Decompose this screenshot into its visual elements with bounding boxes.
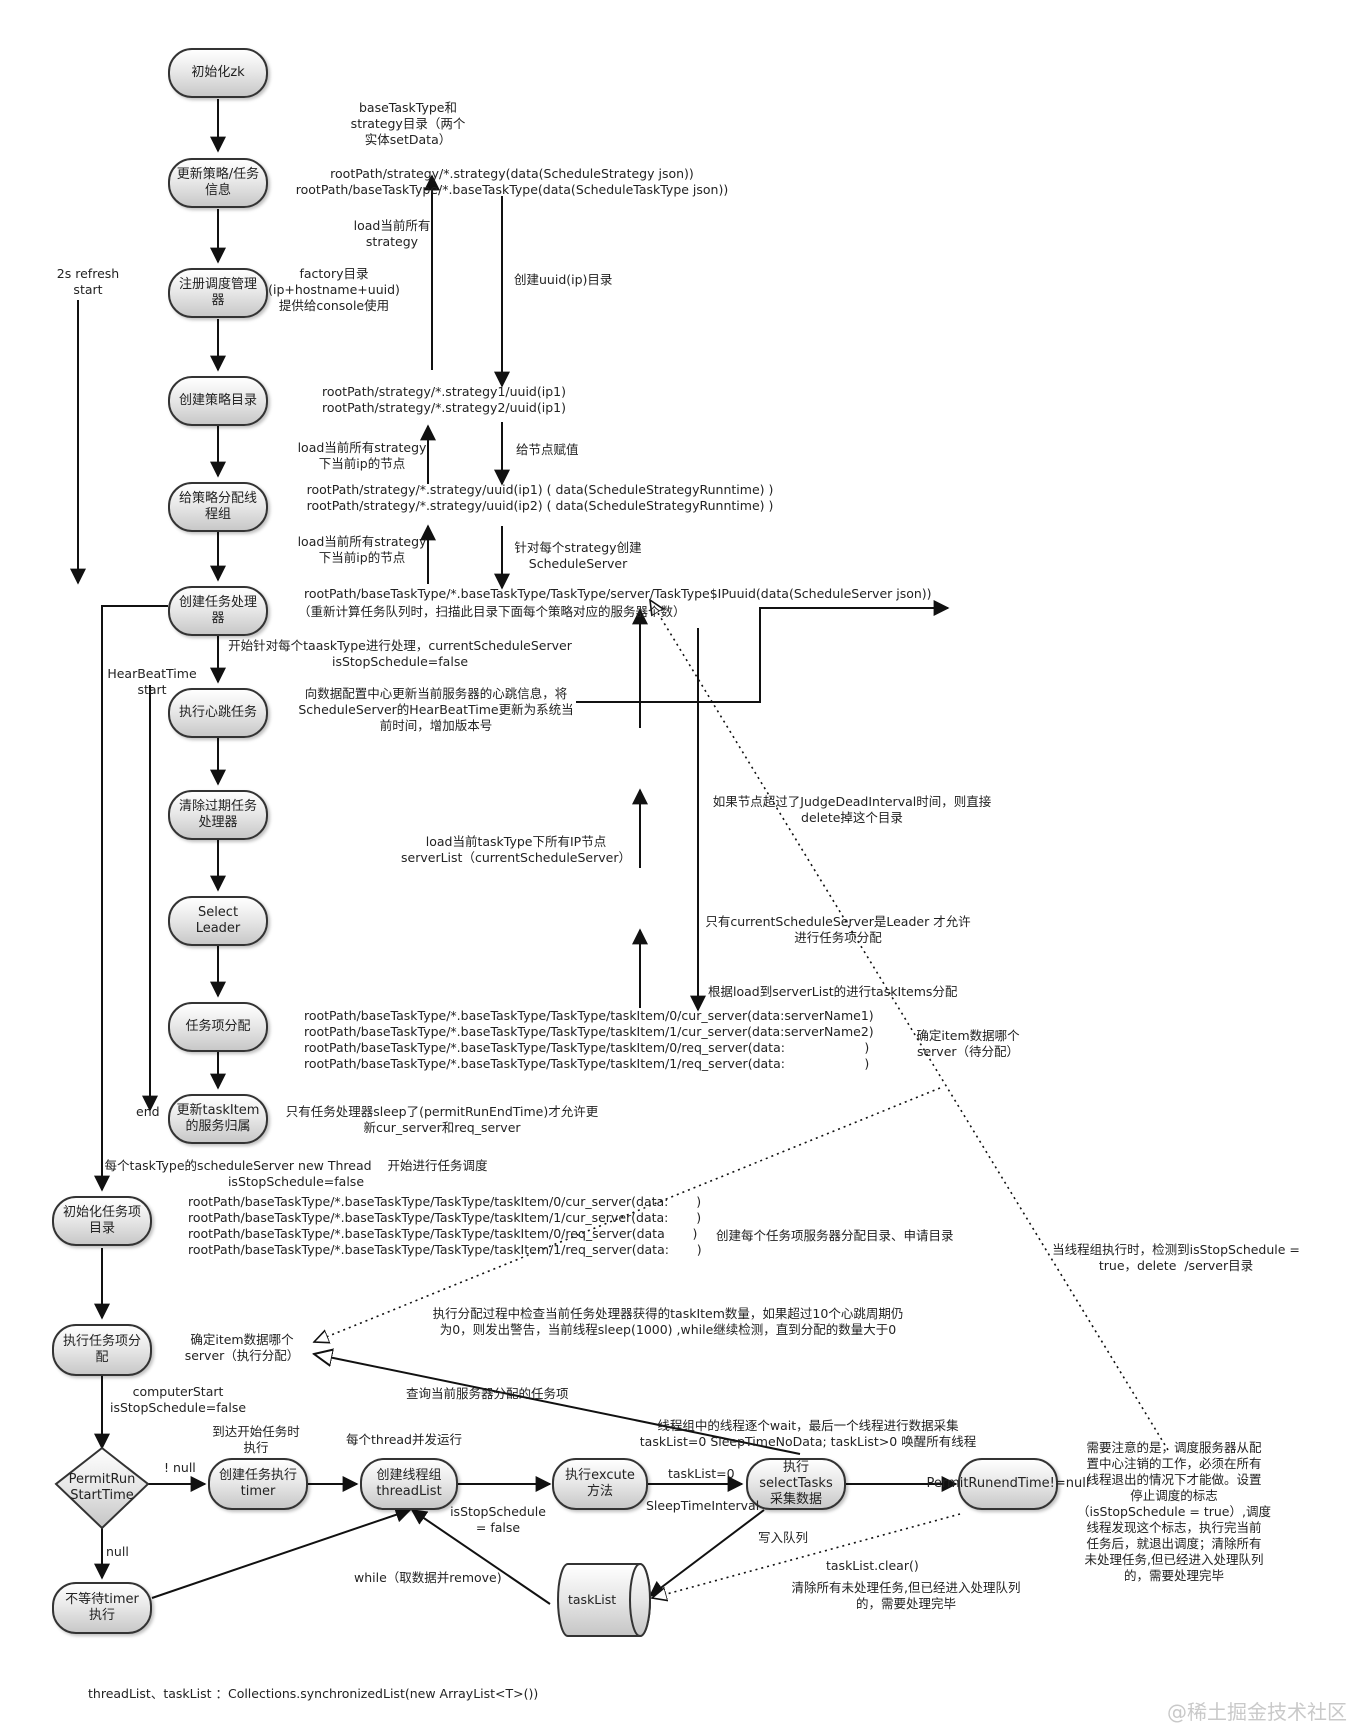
label-load-ip-list: load当前taskType下所有IP节点 serverList（current… [401,834,631,865]
label-uuid-paths: rootPath/strategy/*.strategy1/uuid(ip1) … [322,384,566,415]
label-confirm-exec: 确定item数据哪个 server（执行分配） [184,1332,300,1363]
node-no-wait-timer: 不等待timer执行 [52,1582,152,1634]
label-runntime-paths: rootPath/strategy/*.strategy/uuid(ip1) (… [306,482,774,513]
label-computer-start: computerStart isStopSchedule=false [109,1384,247,1415]
label-reach-start: 到达开始任务时 执行 [212,1424,300,1455]
edge-tasklist-thread [410,1509,551,1605]
node-update-task-item: 更新taskItem的服务归属 [168,1094,268,1144]
label-stop-caution: 需要注意的是，调度服务器从配 置中心注销的工作，必须在所有 线程退出的情况下才能… [1077,1440,1271,1583]
label-recount-note: （重新计算任务队列时，扫描此目录下面每个策略对应的服务器个数） [298,604,686,619]
label-clear-unprocessed: 清除所有未处理任务,但已经进入处理队列 的，需要处理完毕 [791,1580,1021,1611]
label-assign-by-list: 根据load到serverList的进行taskItems分配 [708,984,958,999]
task-list-label: taskList [568,1592,617,1607]
label-create-server: 针对每个strategy创建 ScheduleServer [514,540,642,571]
node-create-task-processor: 创建任务处理器 [168,586,268,636]
permit-run-diamond [54,1446,150,1530]
label-tasklist-clear: taskList.clear() [826,1558,919,1573]
label-each-tasktype-thread: 每个taskType的scheduleServer new Thread 开始进… [104,1158,488,1189]
edge-select-tasklist [648,1509,765,1597]
node-update-strategy: 更新策略/任务信息 [168,158,268,208]
node-heartbeat: 执行心跳任务 [168,688,268,738]
edge-heartbeat-server [576,600,950,703]
label-only-sleep: 只有任务处理器sleep了(permitRunEndTime)才允许更 新cur… [285,1104,599,1135]
label-only-leader: 只有currentScheduleServer是Leader 才允许 进行任务项… [705,914,971,945]
node-create-strategy-dir: 创建策略目录 [168,376,268,426]
node-select-leader: Select Leader [168,896,268,946]
label-null: null [106,1544,129,1559]
label-assign-value: 给节点赋值 [516,442,579,457]
label-tasklist-zero: taskList=0 [668,1466,735,1481]
node-task-item-assign: 任务项分配 [168,1002,268,1052]
edge-processor-inittask [94,605,168,1192]
edge-select-query [314,1354,801,1455]
node-register-manager: 注册调度管理器 [168,268,268,318]
label-heartbeat-start: HearBeatTime start [107,666,197,697]
edge-pending-exec [314,1087,941,1342]
label-start-each-type: 开始针对每个taaskType进行处理，currentScheduleServe… [228,638,572,669]
node-init-zk: 初始化zk [168,48,268,98]
node-create-thread-group: 创建线程组 threadList [360,1458,458,1510]
label-task-item-paths: rootPath/baseTaskType/*.baseTaskType/Tas… [304,1008,874,1071]
label-judge-dead: 如果节点超过了JudgeDeadInterval时间，则直接 delete掉这个… [712,794,992,825]
label-query-items: 查询当前服务器分配的任务项 [406,1386,569,1401]
label-end: end [136,1104,160,1119]
label-while-remove: while（取数据并remove) [354,1570,502,1585]
label-stop-schedule: 当线程组执行时，检测到isStopSchedule = true，delete … [1052,1242,1300,1273]
label-basetasktype-note: baseTaskType和 strategy目录（两个 实体setData） [350,100,466,147]
node-exec-method: 执行excute方法 [552,1458,648,1510]
label-heartbeat-note: 向数据配置中心更新当前服务器的心跳信息，将 ScheduleServer的Hea… [298,686,574,733]
label-load-ip-1: load当前所有strategy 下当前ip的节点 [297,440,427,471]
label-confirm-pending: 确定item数据哪个 server（待分配） [916,1028,1020,1059]
node-exec-task-item-assign: 执行任务项分配 [52,1324,152,1376]
watermark: @稀土掘金技术社区 [1167,1700,1347,1724]
node-assign-thread-group: 给策略分配线程组 [168,482,268,532]
label-create-uuid: 创建uuid(ip)目录 [514,272,613,287]
label-not-null: ! null [164,1460,196,1475]
node-exec-select-tasks: 执行 selectTasks 采集数据 [746,1458,846,1510]
label-is-stop-false: isStopSchedule = false [450,1504,546,1535]
label-sleep-interval: SleepTimeInterval [646,1498,760,1513]
label-wait-note: 线程组中的线程逐个wait，最后一个线程进行数据采集 taskList=0 Sl… [639,1418,977,1449]
node-init-task-item-dir: 初始化任务项目录 [52,1196,152,1246]
label-init-item-paths: rootPath/baseTaskType/*.baseTaskType/Tas… [188,1194,702,1257]
node-clear-expired: 清除过期任务处理器 [168,790,268,840]
permit-run-label: PermitRun StartTime [68,1472,136,1503]
label-check-count: 执行分配过程中检查当前任务处理器获得的taskItem数量，如果超过10个心跳周… [432,1306,904,1337]
label-each-thread: 每个thread并发运行 [346,1432,462,1447]
label-threadlist-note: threadList、taskList ：Collections.synchro… [88,1686,539,1701]
label-strategy-paths: rootPath/strategy/*.strategy(data(Schedu… [295,166,729,197]
node-create-task-timer: 创建任务执行timer [208,1458,308,1510]
edge-stop-server [650,600,1169,1451]
task-list-cylinder [557,1563,651,1637]
label-server-path: rootPath/baseTaskType/*.baseTaskType/Tas… [304,586,932,601]
label-create-dirs: 创建每个任务项服务器分配目录、申请目录 [716,1228,954,1243]
edge-nowait-thread [151,1507,412,1599]
node-permit-run-end: PermitRunendTime!=null [927,1458,1089,1510]
label-write-queue: 写入队列 [758,1530,809,1545]
label-factory-dir: factory目录 (ip+hostname+uuid) 提供给console使… [268,266,400,313]
label-load-ip-2: load当前所有strategy 下当前ip的节点 [297,534,427,565]
label-refresh: 2s refresh start [56,266,120,297]
label-load-strategy: load当前所有 strategy [353,218,431,249]
